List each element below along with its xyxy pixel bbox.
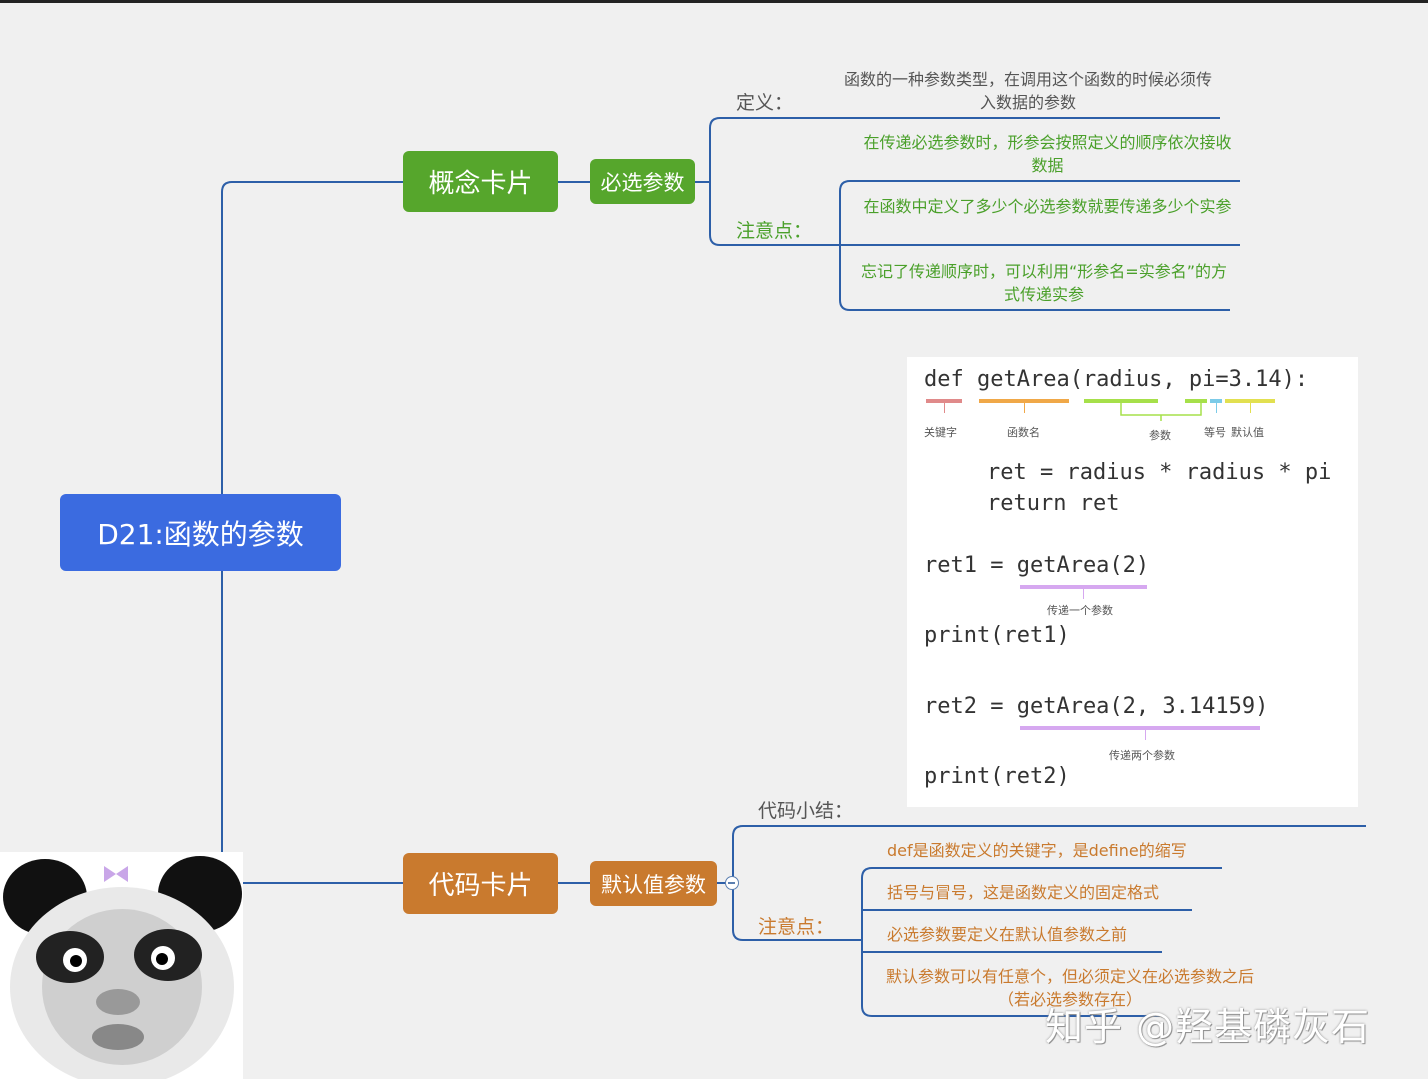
code-line-ret1: ret1 = getArea(2) [924,553,1150,578]
concept-notes-label: 注意点： [736,220,813,242]
panda-meme-image [0,852,243,1079]
code-line-ret: ret = radius * radius * pi [987,460,1332,485]
code-card-node[interactable]: 代码卡片 [403,853,558,914]
concept-card-node[interactable]: 概念卡片 [403,151,558,212]
funcname-underline [979,399,1069,403]
keyword-underline [926,399,962,403]
call2-underline [1020,726,1260,730]
param-bracket [1120,403,1202,421]
default-tick [1250,403,1251,413]
call2-tick [1145,730,1146,740]
call1-tick [1083,589,1084,599]
equals-underline [1210,399,1222,403]
watermark: 知乎 @羟基磷灰石 [1045,1005,1371,1049]
default-underline [1225,399,1275,403]
code-notes-label: 注意点： [758,916,835,938]
ann-params: 参数 [1149,429,1171,442]
concept-note-2: 在函数中定义了多少个必选参数就要传递多少个实参 [863,197,1232,216]
code-note-4: 默认参数可以有任意个，但必须定义在必选参数之后（若必选参数存在） [885,967,1254,1009]
root-node[interactable]: D21:函数的参数 [60,494,341,571]
ann-default: 默认值 [1231,426,1264,439]
code-line-ret2: ret2 = getArea(2, 3.14159) [924,694,1269,719]
code-line-def: def getArea(radius, pi=3.14): [924,367,1309,392]
code-summary-label: 代码小结： [758,800,854,822]
call1-underline [1020,585,1147,589]
concept-note-1: 在传递必选参数时，形参会按照定义的顺序依次接收数据 [863,133,1232,175]
collapse-toggle-icon[interactable] [725,876,739,890]
code-note-1: def是函数定义的关键字，是define的缩写 [887,841,1187,860]
ann-one-arg: 传递一个参数 [1047,604,1113,617]
default-params-node[interactable]: 默认值参数 [590,861,717,906]
code-line-print1: print(ret1) [924,623,1070,648]
top-border [0,0,1428,3]
code-note-3: 必选参数要定义在默认值参数之前 [887,925,1128,944]
ann-equals: 等号 [1204,426,1226,439]
ann-keyword: 关键字 [924,426,957,439]
param1-underline [1084,399,1158,403]
code-note-2: 括号与冒号，这是函数定义的固定格式 [887,883,1160,902]
equals-tick [1216,403,1217,413]
keyword-tick [944,403,945,413]
code-example-image: def getArea(radius, pi=3.14): 关键字 函数名 参数… [907,357,1358,807]
concept-note-3: 忘记了传递顺序时，可以利用“形参名=实参名”的方式传递实参 [861,262,1227,304]
definition-text: 函数的一种参数类型，在调用这个函数的时候必须传入数据的参数 [843,70,1212,112]
code-line-print2: print(ret2) [924,764,1070,789]
required-params-node[interactable]: 必选参数 [590,159,695,204]
code-line-return: return ret [987,491,1120,516]
funcname-tick [1024,403,1025,413]
ann-two-args: 传递两个参数 [1109,749,1175,762]
param2-underline [1185,399,1207,403]
ann-funcname: 函数名 [1007,426,1040,439]
definition-label: 定义： [736,92,794,114]
